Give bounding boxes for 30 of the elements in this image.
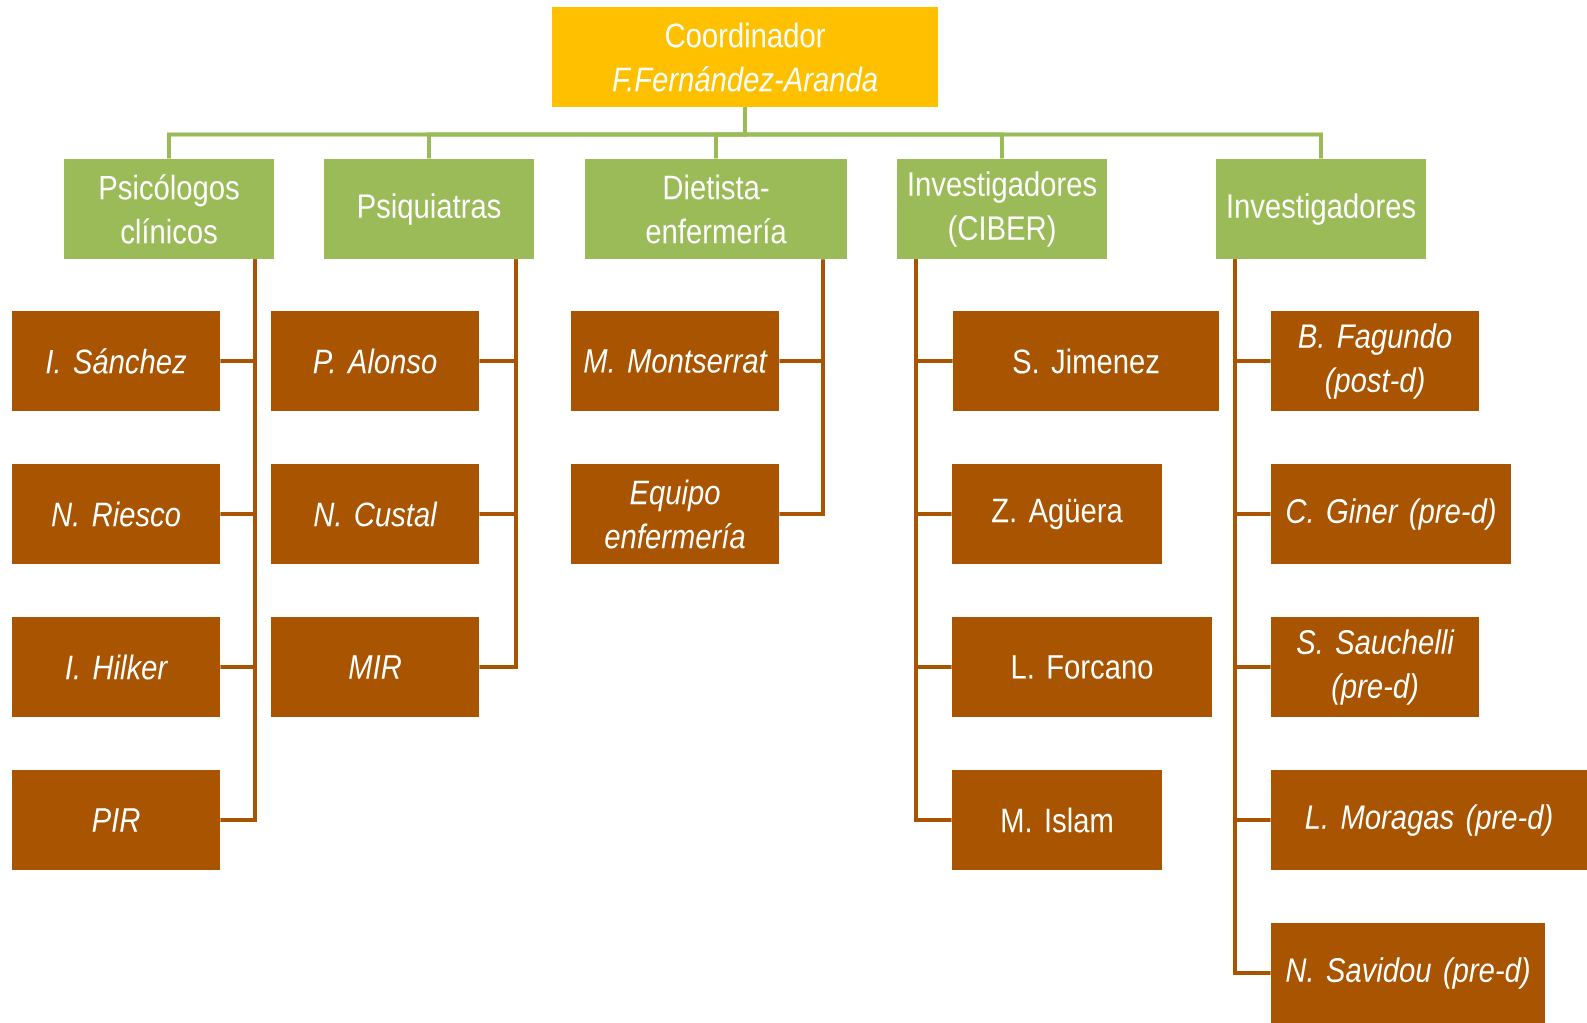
member-box: I. Sánchez [12,311,220,411]
member-box: MIR [271,617,479,717]
member-box: I. Hilker [12,617,220,717]
member-box: Z. Agüera [952,464,1162,564]
member-box: N. Riesco [12,464,220,564]
connector-line [743,107,1323,159]
group-box: Psicólogos clínicos [64,159,274,259]
group-box: Psiquiatras [324,159,534,259]
member-box: C. Giner (pre-d) [1271,464,1511,564]
member-box: M. Islam [952,770,1162,870]
connector-line [914,259,952,822]
connector-line [220,259,257,822]
member-box: L. Moragas (pre-d) [1271,770,1587,870]
connector-line [1233,259,1271,975]
member-box: M. Montserrat [571,311,779,411]
member-box: P. Alonso [271,311,479,411]
member-box: S. Jimenez [953,311,1219,411]
group-box: Investigadores [1216,159,1426,259]
member-box: PIR [12,770,220,870]
connector-line [779,259,825,516]
group-box: Investigadores (CIBER) [897,159,1107,259]
member-box: L. Forcano [952,617,1212,717]
member-box: S. Sauchelli (pre-d) [1271,617,1479,717]
member-box: B. Fagundo (post-d) [1271,311,1479,411]
coordinator-box: Coordinador F.Fernández-Aranda [552,7,938,107]
member-box: Equipo enfermería [571,464,779,564]
connector-line [479,259,518,669]
member-box: N. Savidou (pre-d) [1271,923,1545,1023]
group-box: Dietista- enfermería [585,159,847,259]
member-box: N. Custal [271,464,479,564]
